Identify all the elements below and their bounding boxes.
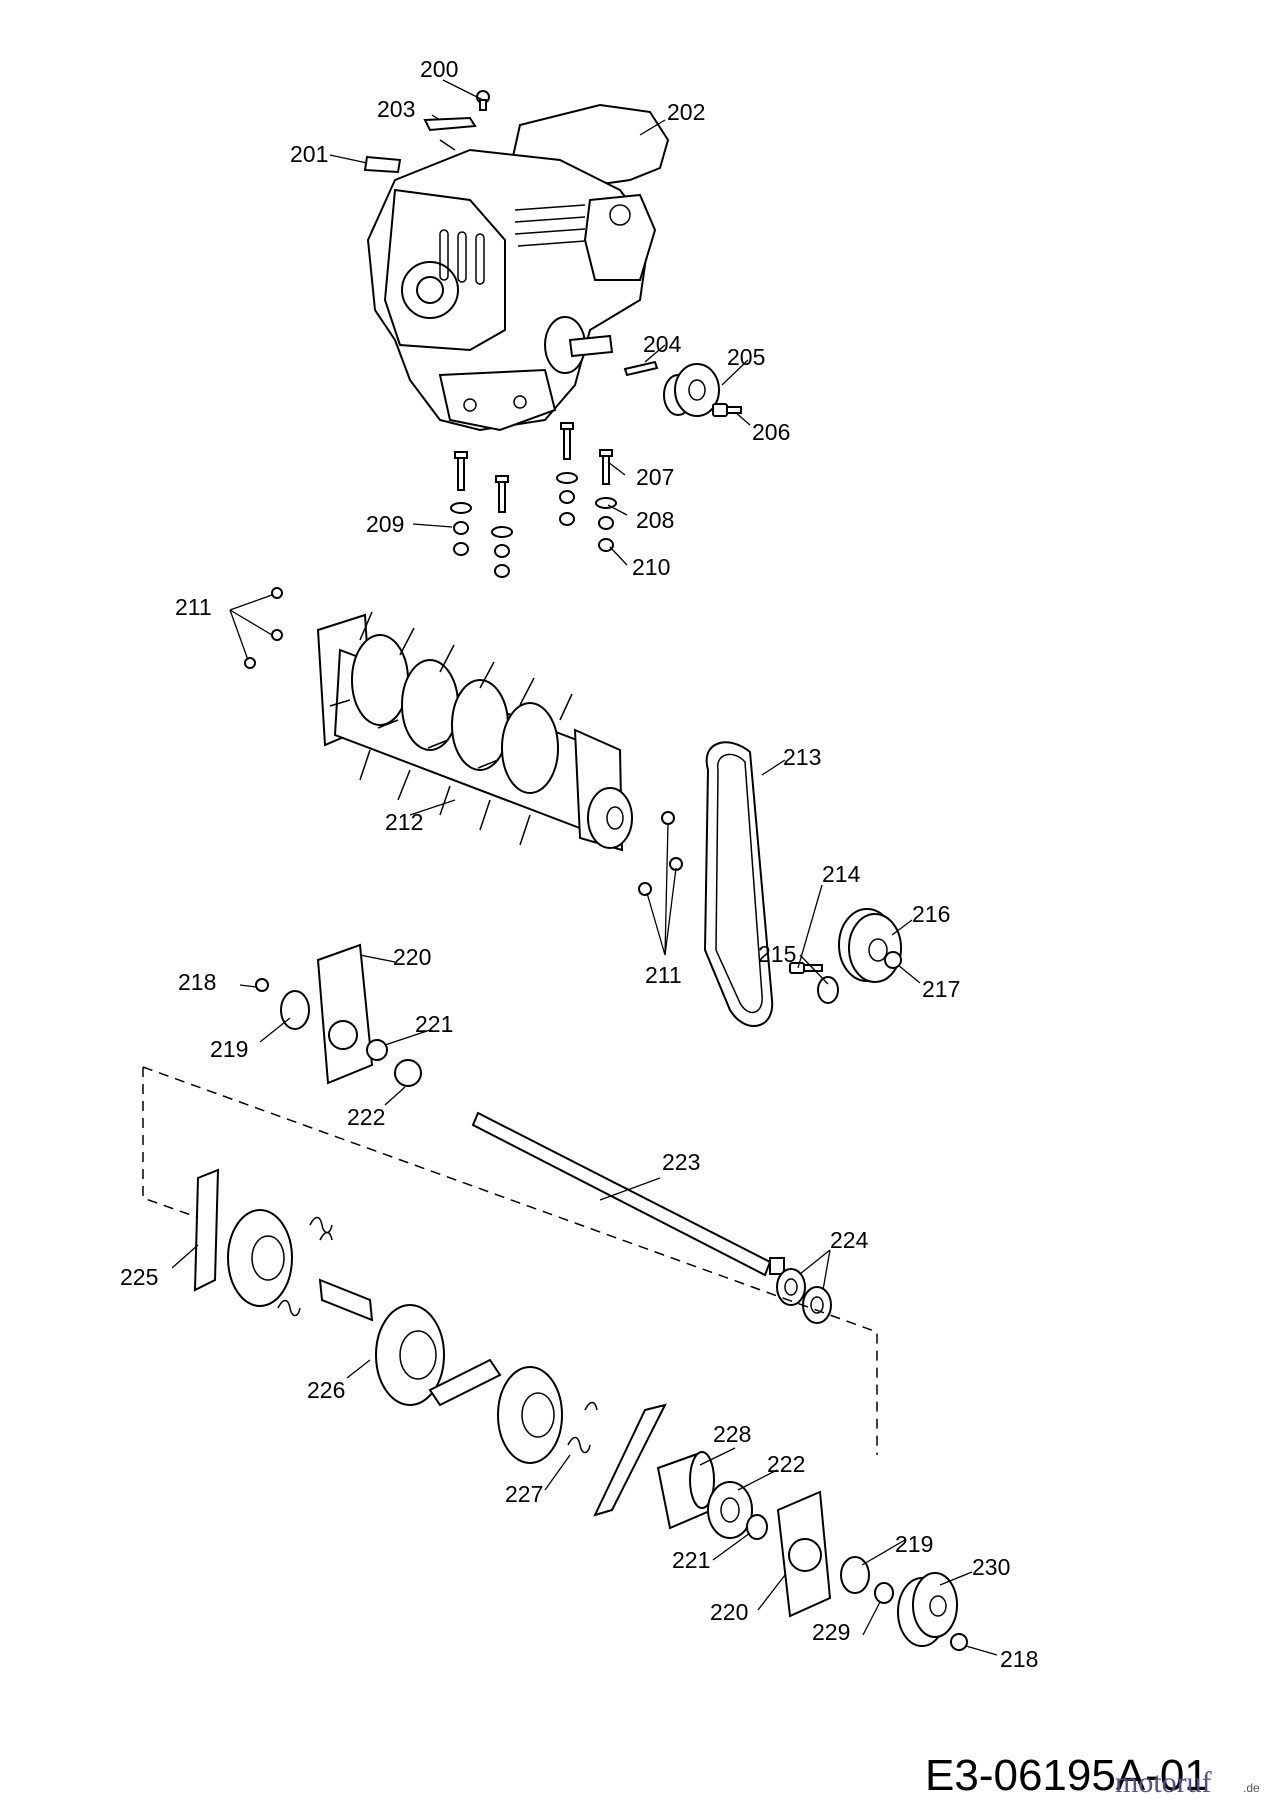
label-207: 207 bbox=[636, 464, 674, 490]
label-220-upper: 220 bbox=[393, 944, 431, 970]
screw-206-drawing bbox=[712, 403, 742, 417]
leader-lines bbox=[171, 79, 998, 1656]
label-206: 206 bbox=[752, 419, 790, 445]
shaft-223-drawing bbox=[471, 1111, 785, 1277]
v-belt-213-drawing bbox=[703, 741, 774, 1027]
label-228: 228 bbox=[713, 1421, 751, 1447]
label-211-lower: 211 bbox=[645, 962, 682, 988]
label-200: 200 bbox=[420, 56, 458, 82]
watermark-suffix: .de bbox=[1243, 1781, 1260, 1795]
label-223: 223 bbox=[662, 1149, 700, 1175]
screws-211-upper-drawing bbox=[244, 587, 283, 669]
label-205: 205 bbox=[727, 344, 765, 370]
label-202: 202 bbox=[667, 99, 705, 125]
label-226: 226 bbox=[307, 1377, 345, 1403]
label-211-upper: 211 bbox=[175, 594, 212, 620]
rotor-assembly-drawing bbox=[316, 611, 633, 852]
label-222-upper: 222 bbox=[347, 1104, 385, 1130]
label-201: 201 bbox=[290, 141, 328, 167]
label-224: 224 bbox=[830, 1227, 869, 1253]
label-221-upper: 221 bbox=[415, 1011, 453, 1037]
label-225: 225 bbox=[120, 1264, 158, 1290]
label-213: 213 bbox=[783, 744, 821, 770]
label-209: 209 bbox=[366, 511, 404, 537]
label-215: 215 bbox=[758, 941, 796, 967]
label-217: 217 bbox=[922, 976, 960, 1002]
label-218-right: 218 bbox=[1000, 1646, 1038, 1672]
label-208: 208 bbox=[636, 507, 674, 533]
watermark-logo: motoruf bbox=[1115, 1766, 1212, 1799]
label-227: 227 bbox=[505, 1481, 543, 1507]
label-210: 210 bbox=[632, 554, 670, 580]
assembly-outline bbox=[142, 1066, 878, 1455]
washers-224-drawing bbox=[776, 1268, 832, 1324]
label-220-lower: 220 bbox=[710, 1599, 748, 1625]
label-204: 204 bbox=[643, 331, 682, 357]
label-216: 216 bbox=[912, 901, 950, 927]
mounting-hardware-drawing bbox=[450, 422, 617, 578]
part-labels: 200 201 202 203 204 205 206 207 208 209 … bbox=[120, 56, 1038, 1672]
engine-drawing bbox=[363, 90, 670, 432]
key-204-drawing bbox=[623, 360, 659, 377]
blade-pack-drawing bbox=[193, 1168, 667, 1517]
right-bearing-side-drawing bbox=[656, 1451, 968, 1651]
screws-211-lower-drawing bbox=[638, 811, 683, 896]
label-214: 214 bbox=[822, 861, 861, 887]
label-221-lower: 221 bbox=[672, 1547, 710, 1573]
label-230: 230 bbox=[972, 1554, 1010, 1580]
label-229: 229 bbox=[812, 1619, 850, 1645]
tension-pulley-drawing bbox=[789, 908, 902, 1004]
drawing-code: E3-06195A-01 bbox=[925, 1751, 1209, 1800]
label-219-left: 219 bbox=[210, 1036, 248, 1062]
label-212: 212 bbox=[385, 809, 423, 835]
label-219-right: 219 bbox=[895, 1531, 933, 1557]
label-218-left: 218 bbox=[178, 969, 216, 995]
pulley-205-drawing bbox=[663, 363, 720, 417]
label-203: 203 bbox=[377, 96, 415, 122]
label-222-lower: 222 bbox=[767, 1451, 805, 1477]
